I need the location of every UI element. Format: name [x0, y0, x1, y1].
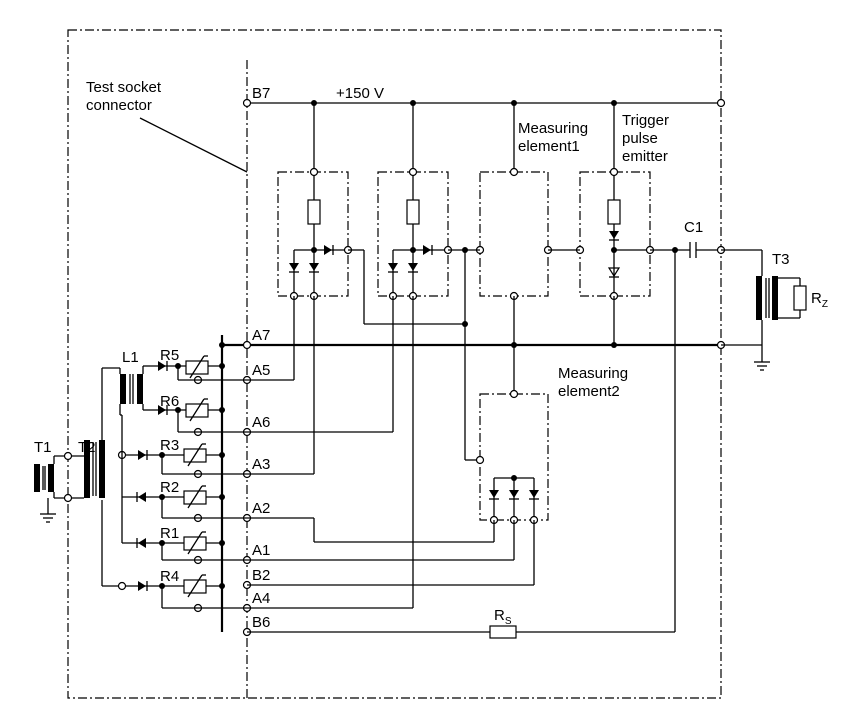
inductor-l1 — [102, 365, 150, 416]
capacitor-c1 — [689, 242, 763, 276]
terminal-b2-label: B2 — [252, 567, 270, 584]
r4-label: R4 — [160, 568, 179, 585]
transformer-t1 — [34, 451, 84, 523]
socket-wiring — [247, 296, 675, 633]
terminal-a4-label: A4 — [252, 590, 270, 607]
t2-feed-wiring — [101, 368, 123, 586]
channel-block-1 — [277, 103, 353, 301]
t2-label: T2 — [78, 439, 96, 456]
c1-label: C1 — [684, 219, 703, 236]
terminal-a7-label: A7 — [252, 327, 270, 344]
transformer-t3 — [756, 276, 807, 345]
transformer-t2 — [84, 440, 105, 498]
trigger-label-line1: Trigger — [622, 112, 669, 129]
terminal-a3-label: A3 — [252, 456, 270, 473]
bus-a7 — [219, 340, 770, 371]
measuring-element-1-label-line1: Measuring — [518, 120, 588, 137]
terminal-a1-label: A1 — [252, 542, 270, 559]
t3-label: T3 — [772, 251, 790, 268]
relay-bank — [102, 355, 247, 613]
terminal-a5-label: A5 — [252, 362, 270, 379]
rz-label: RZ — [811, 290, 828, 310]
r2-label: R2 — [160, 479, 179, 496]
terminal-a2-label: A2 — [252, 500, 270, 517]
measuring-element-2-label-line1: Measuring — [558, 365, 628, 382]
test-socket-label-line1: Test socket — [86, 79, 162, 96]
terminal-b7-label: B7 — [252, 85, 270, 102]
voltage-label: +150 V — [336, 85, 384, 102]
l1-label: L1 — [122, 349, 139, 366]
trigger-label-line2: pulse — [622, 130, 658, 147]
terminal-b6-label: B6 — [252, 614, 270, 631]
channel-block-2 — [377, 103, 453, 301]
trigger-pulse-emitter-block — [575, 103, 655, 345]
enclosure-border — [67, 29, 722, 699]
resistor-rs — [489, 625, 517, 639]
trigger-label-line3: emitter — [622, 148, 668, 165]
measuring-element-2-block — [475, 389, 549, 525]
r5-label: R5 — [160, 347, 179, 364]
terminal-a6-label: A6 — [252, 414, 270, 431]
r1-label: R1 — [160, 525, 179, 542]
measuring-element-1-label-line2: element1 — [518, 138, 580, 155]
r3-label: R3 — [160, 437, 179, 454]
test-socket-label-line2: connector — [86, 97, 152, 114]
bus-150v — [242, 98, 726, 108]
rs-label: RS — [494, 607, 512, 627]
block-interconnects — [348, 247, 690, 632]
r6-label: R6 — [160, 393, 179, 410]
t1-label: T1 — [34, 439, 52, 456]
measuring-element-2-label-line2: element2 — [558, 383, 620, 400]
socket-leader-line — [139, 117, 248, 173]
